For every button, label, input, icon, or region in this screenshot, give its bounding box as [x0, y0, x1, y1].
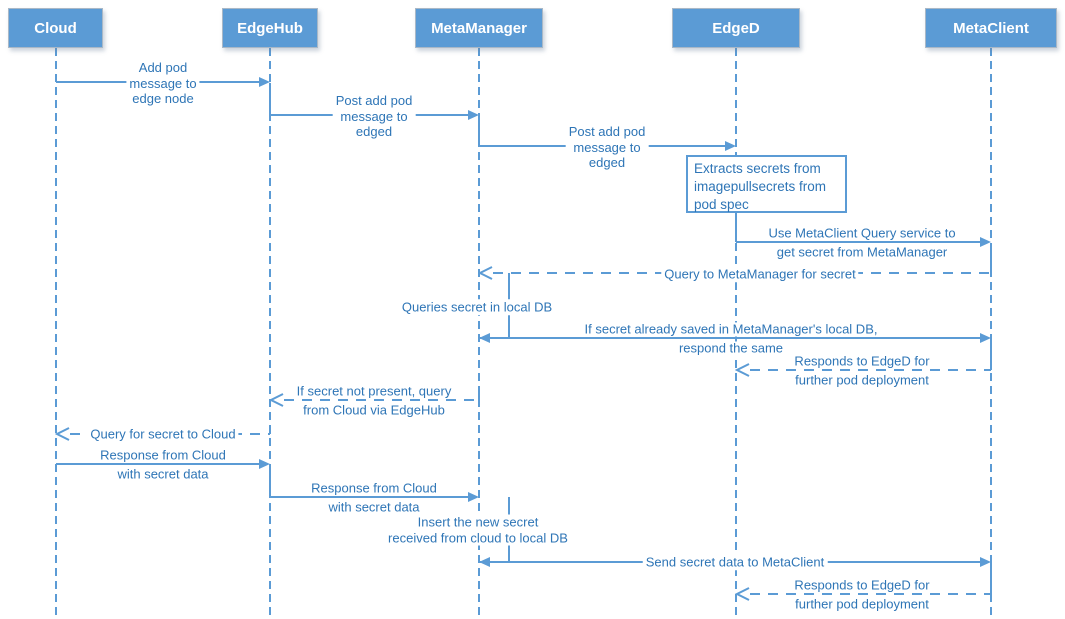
message-label: If secret already saved in MetaManager's… [582, 321, 880, 356]
actor-box-metaclient: MetaClient [925, 8, 1057, 48]
connector-stub [735, 213, 737, 242]
connector-stub [990, 339, 992, 370]
message-label: If secret not present, query from Cloud … [294, 383, 454, 418]
message-label: Send secret data to MetaClient [642, 554, 828, 570]
message-label-line: Use MetaClient Query service to [766, 225, 958, 241]
message-label-line: Response from Cloud [309, 480, 439, 496]
message-label: Post add pod message to edged [565, 123, 649, 171]
open-arrowhead-icon [55, 427, 70, 441]
message-line [479, 337, 980, 339]
open-arrowhead-icon [735, 363, 750, 377]
filled-arrowhead-icon [259, 459, 270, 469]
actor-label: Cloud [34, 19, 77, 37]
lifeline-edgehub [269, 48, 271, 619]
actor-box-cloud: Cloud [8, 8, 103, 48]
connector-stub [269, 426, 271, 434]
message-label: Insert the new secret received from clou… [385, 514, 571, 546]
message-line [750, 369, 991, 371]
message-label: Post add pod message to edged [332, 92, 416, 140]
filled-arrowhead-icon [980, 557, 991, 567]
message-label-line: If secret not present, query [294, 383, 454, 399]
lifeline-cloud [55, 48, 57, 619]
connector-stub [990, 563, 992, 594]
actor-label: MetaClient [953, 19, 1029, 37]
message-label: Response from Cloud with secret data [98, 447, 228, 482]
connector-stub [990, 243, 992, 273]
message-label-line: with secret data [115, 466, 211, 482]
message-label-line: respond the same [676, 340, 786, 356]
message-label-line: Responds to EdgeD for [792, 353, 932, 369]
filled-arrowhead-icon [479, 557, 490, 567]
note-extract-secrets: Extracts secrets from imagepullsecrets f… [686, 155, 847, 213]
message-label-line: get secret from MetaManager [774, 244, 950, 260]
message-label-line: Response from Cloud [98, 447, 228, 463]
message-line [750, 593, 991, 595]
message-label: Responds to EdgeD for further pod deploy… [792, 577, 932, 612]
message-label: Add pod message to edge node [126, 59, 200, 107]
open-arrowhead-icon [478, 266, 493, 280]
filled-arrowhead-icon [468, 110, 479, 120]
filled-arrowhead-icon [725, 141, 736, 151]
connector-stub [269, 83, 271, 115]
filled-arrowhead-icon [468, 492, 479, 502]
actor-label: EdgeD [712, 19, 760, 37]
filled-arrowhead-icon [980, 333, 991, 343]
lifeline-metaclient [990, 48, 992, 619]
message-label: Responds to EdgeD for further pod deploy… [792, 353, 932, 388]
open-arrowhead-icon [269, 393, 284, 407]
actor-box-edged: EdgeD [672, 8, 800, 48]
open-arrowhead-icon [735, 587, 750, 601]
connector-stub [478, 116, 480, 146]
message-label: Queries secret in local DB [398, 299, 556, 315]
actor-label: MetaManager [431, 19, 527, 37]
actor-label: EdgeHub [237, 19, 303, 37]
message-label: Response from Cloud with secret data [309, 480, 439, 515]
message-label: Query for secret to Cloud [87, 426, 239, 442]
filled-arrowhead-icon [259, 77, 270, 87]
actor-box-edgehub: EdgeHub [222, 8, 318, 48]
filled-arrowhead-icon [479, 333, 490, 343]
message-label-line: further pod deployment [793, 372, 931, 388]
actor-box-metamanager: MetaManager [415, 8, 543, 48]
filled-arrowhead-icon [980, 237, 991, 247]
connector-stub [478, 392, 480, 400]
connector-stub [269, 466, 271, 497]
message-label-line: from Cloud via EdgeHub [301, 402, 447, 418]
message-line [736, 241, 980, 243]
message-label-line: with secret data [326, 499, 422, 515]
message-line [270, 496, 468, 498]
message-line [56, 463, 259, 465]
message-label-line: further pod deployment [793, 596, 931, 612]
message-label-line: Responds to EdgeD for [792, 577, 932, 593]
message-label: Use MetaClient Query service to get secr… [766, 225, 958, 260]
message-label: Query to MetaManager for secret [661, 266, 859, 282]
message-line [284, 399, 479, 401]
message-label-line: If secret already saved in MetaManager's… [582, 321, 880, 337]
